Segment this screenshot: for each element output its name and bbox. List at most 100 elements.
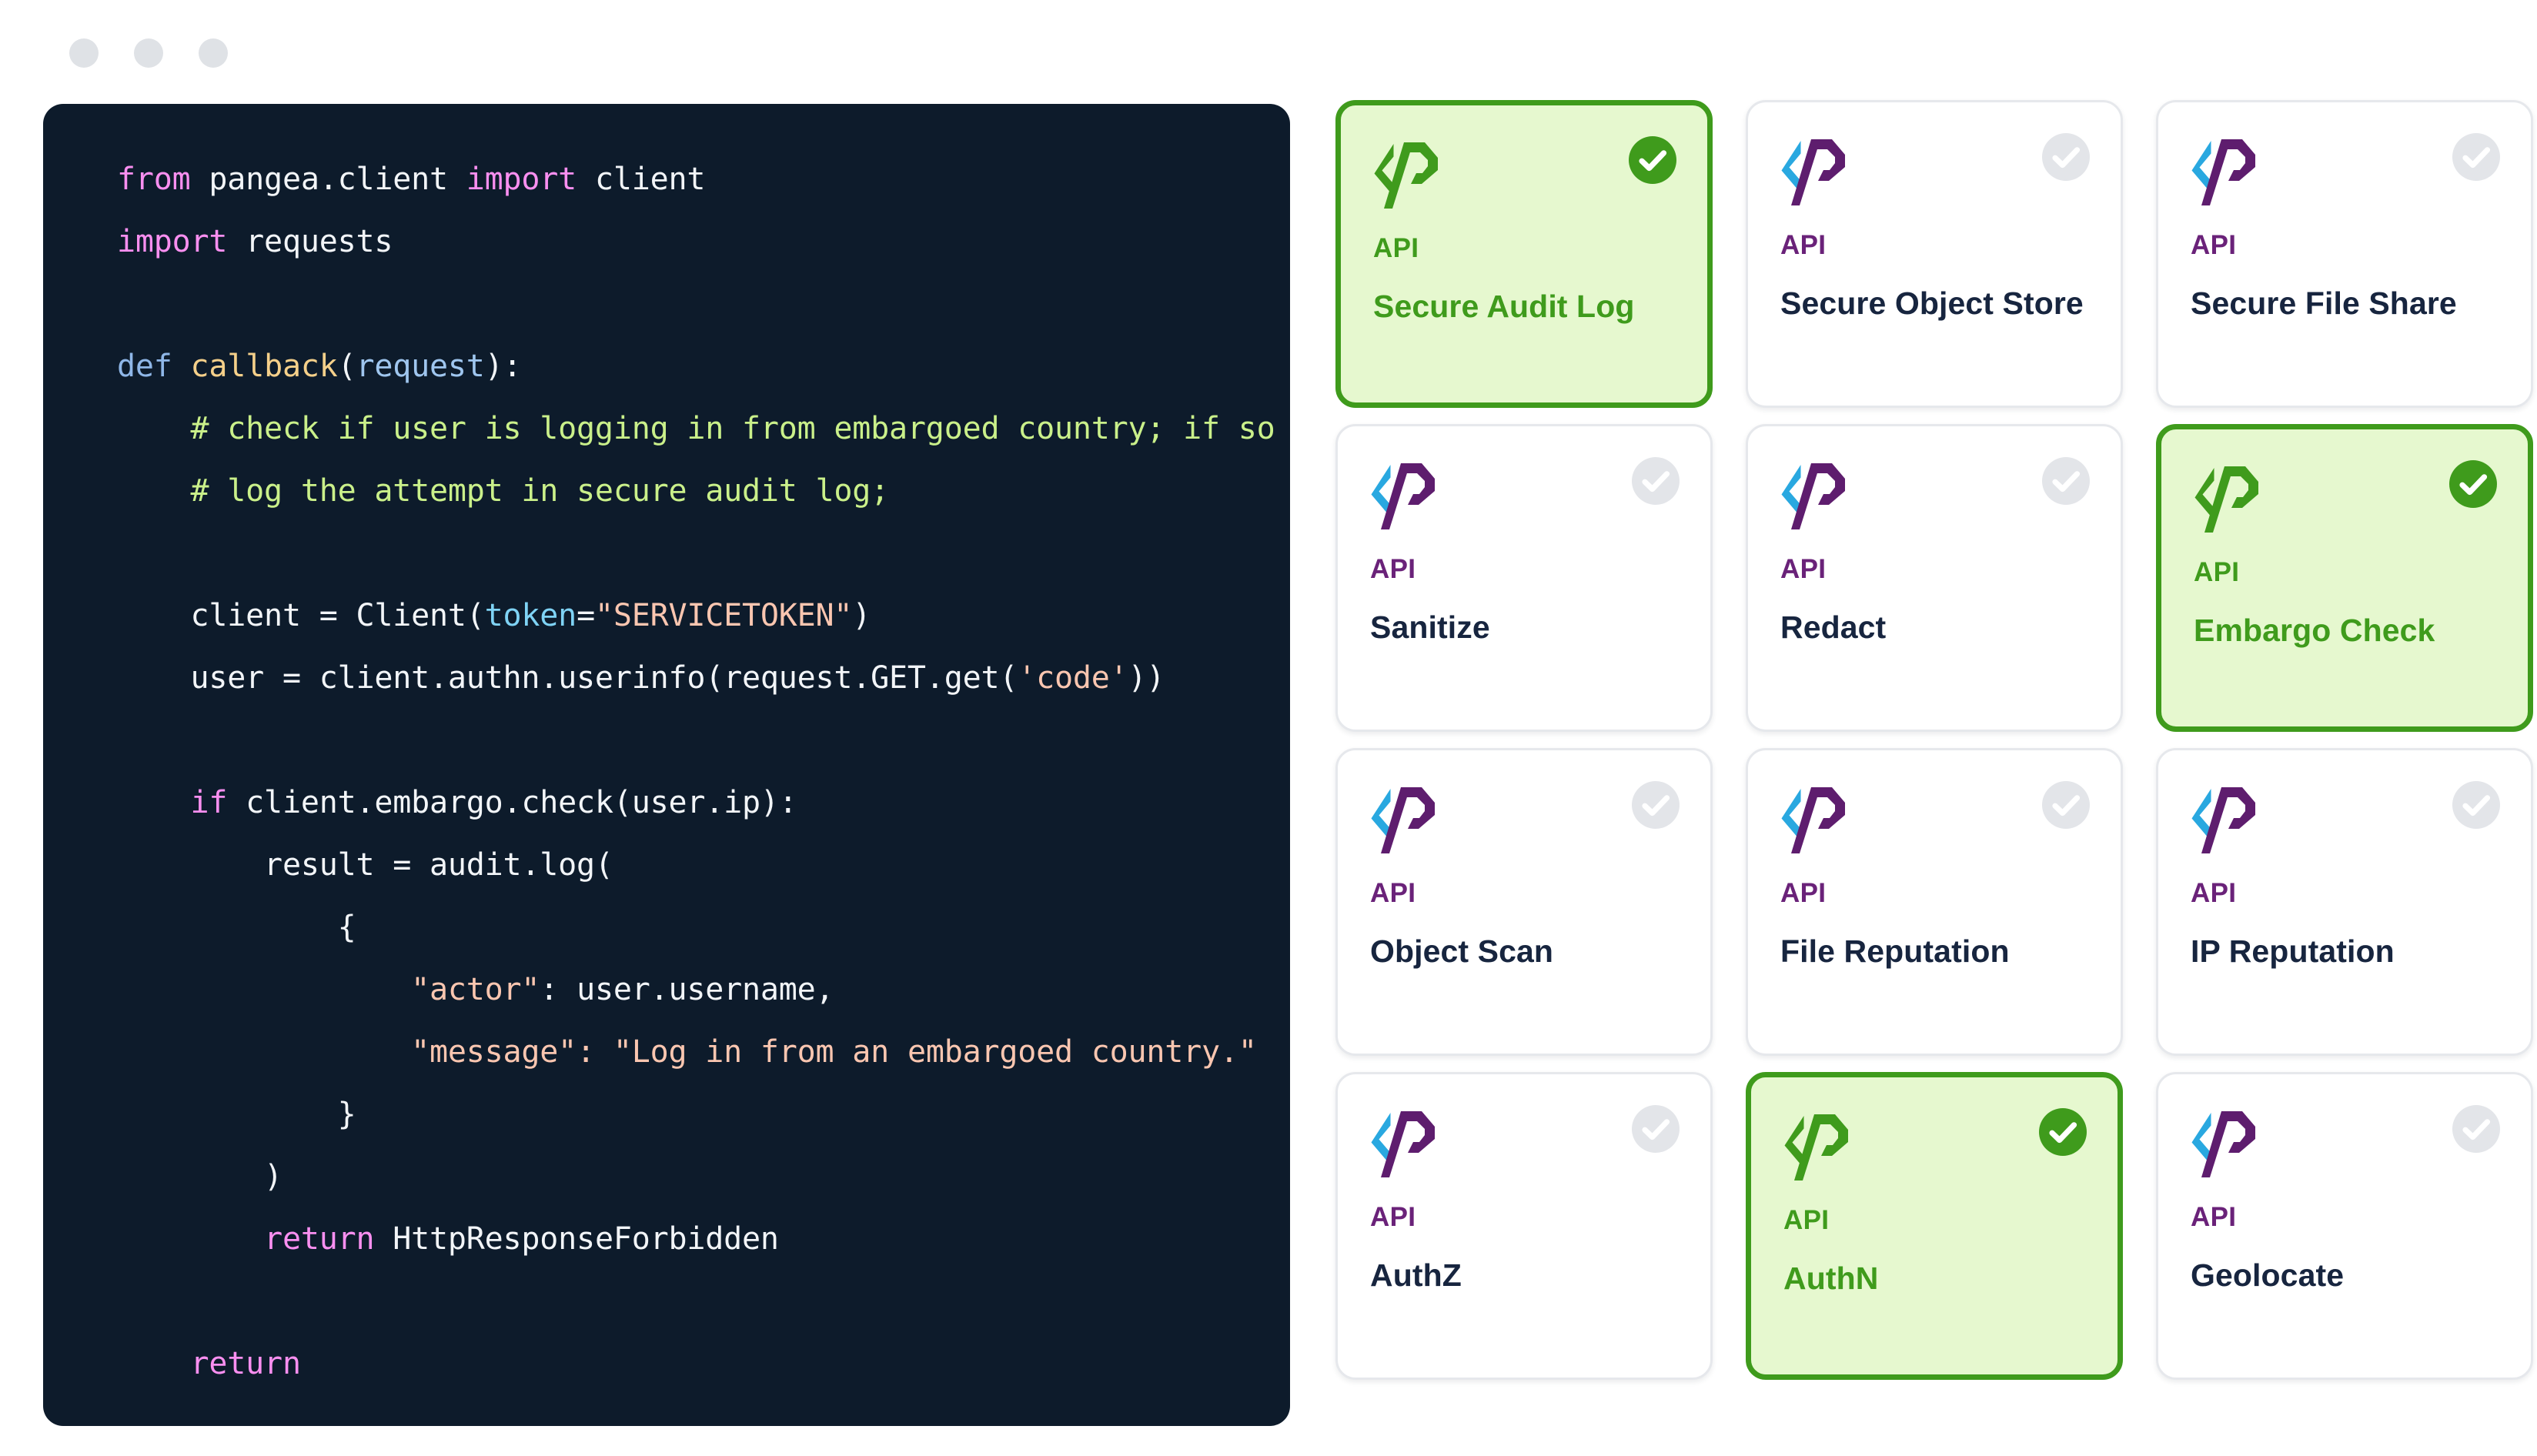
code-token: user = client.authn.userinfo(request.GET…: [117, 660, 1018, 696]
service-card-object-scan[interactable]: API Object Scan: [1335, 748, 1713, 1056]
pangea-code-brackets-icon: [2191, 136, 2500, 207]
code-token: [117, 1346, 191, 1381]
check-circle-muted-icon[interactable]: [2452, 781, 2500, 829]
service-card-title: Secure Audit Log: [1373, 289, 1635, 324]
code-line: user = client.authn.userinfo(request.GET…: [117, 647, 1290, 710]
service-card-ip-reputation[interactable]: API IP Reputation: [2156, 748, 2533, 1056]
pangea-code-brackets-icon: [1780, 460, 2090, 531]
pangea-code-brackets-icon: [1370, 784, 1680, 855]
service-card-kind-label: API: [2191, 1202, 2237, 1232]
check-circle-muted-icon[interactable]: [2452, 1105, 2500, 1153]
service-card-title: Secure Object Store: [1780, 286, 2084, 321]
service-card-kind-label: API: [1370, 878, 1416, 908]
service-card-title: Geolocate: [2191, 1257, 2345, 1293]
code-token: def: [117, 349, 172, 384]
code-token: return: [190, 1346, 301, 1381]
code-token: (: [337, 349, 356, 384]
code-token: {: [117, 910, 356, 945]
service-card-title: Object Scan: [1370, 933, 1554, 969]
service-card-kind-label: API: [1370, 1202, 1416, 1232]
service-card-kind-label: API: [2191, 230, 2237, 260]
service-card-title: IP Reputation: [2191, 933, 2395, 969]
pangea-code-brackets-icon: [1780, 784, 2090, 855]
service-card-kind-label: API: [1780, 878, 1827, 908]
code-token: pangea.client: [190, 162, 466, 197]
check-circle-filled-icon[interactable]: [2449, 460, 2497, 508]
service-card-title: File Reputation: [1780, 933, 2010, 969]
check-circle-filled-icon[interactable]: [2039, 1108, 2087, 1156]
code-line: ): [117, 1146, 1290, 1208]
service-card-file-reputation[interactable]: API File Reputation: [1746, 748, 2123, 1056]
service-card-kind-label: API: [2194, 557, 2240, 587]
code-line: [117, 710, 1290, 772]
check-circle-muted-icon[interactable]: [1632, 781, 1680, 829]
service-card-title: Secure File Share: [2191, 286, 2457, 321]
code-token: [117, 972, 411, 1007]
check-circle-muted-icon[interactable]: [2042, 781, 2090, 829]
code-token: [117, 1034, 411, 1070]
code-line: }: [117, 1084, 1290, 1146]
code-token: import: [466, 162, 577, 197]
code-line: def callback(request):: [117, 336, 1290, 398]
code-line: {: [117, 897, 1290, 959]
code-token: token: [484, 598, 577, 633]
service-card-secure-file-share[interactable]: API Secure File Share: [2156, 100, 2533, 408]
code-line: return: [117, 1333, 1290, 1395]
service-card-geolocate[interactable]: API Geolocate: [2156, 1072, 2533, 1380]
code-token: client: [577, 162, 706, 197]
service-card-title: Embargo Check: [2194, 613, 2435, 648]
service-card-title: Sanitize: [1370, 609, 1490, 645]
window-dot-maximize-icon[interactable]: [199, 38, 228, 68]
pangea-code-brackets-icon: [1370, 1108, 1680, 1179]
pangea-code-brackets-icon: [2191, 784, 2500, 855]
code-token: "message": "Log in from an embargoed cou…: [411, 1034, 1257, 1070]
code-token: # check if user is logging in from embar…: [117, 411, 1275, 446]
code-token: if: [190, 785, 228, 820]
code-token: ): [117, 1159, 282, 1194]
pangea-code-brackets-icon: [1370, 460, 1680, 531]
code-token: request: [356, 349, 485, 384]
window-dot-close-icon[interactable]: [69, 38, 99, 68]
code-line: [117, 1271, 1290, 1333]
check-circle-muted-icon[interactable]: [1632, 457, 1680, 505]
code-token: : user.username,: [540, 972, 834, 1007]
check-circle-muted-icon[interactable]: [2042, 133, 2090, 181]
code-line: # check if user is logging in from embar…: [117, 398, 1290, 460]
code-token: "SERVICETOKEN": [594, 598, 853, 633]
code-line: client = Client(token="SERVICETOKEN"): [117, 585, 1290, 647]
code-token: }: [117, 1097, 356, 1132]
code-token: client = Client(: [117, 598, 485, 633]
service-card-title: Redact: [1780, 609, 1887, 645]
code-token: "actor": [411, 972, 540, 1007]
code-token: ): [852, 598, 871, 633]
pangea-code-brackets-icon: [1780, 136, 2090, 207]
window-dot-minimize-icon[interactable]: [134, 38, 163, 68]
code-line: [117, 523, 1290, 585]
check-circle-muted-icon[interactable]: [1632, 1105, 1680, 1153]
code-token: 'code': [1018, 660, 1128, 696]
code-line: from pangea.client import client: [117, 149, 1290, 211]
code-line: # log the attempt in secure audit log;: [117, 460, 1290, 523]
code-token: [117, 785, 191, 820]
code-line: [117, 273, 1290, 336]
code-line: import requests: [117, 211, 1290, 273]
code-token: )): [1128, 660, 1165, 696]
check-circle-muted-icon[interactable]: [2042, 457, 2090, 505]
service-card-embargo-check[interactable]: API Embargo Check: [2156, 424, 2533, 732]
pangea-code-brackets-icon: [2191, 1108, 2500, 1179]
check-circle-muted-icon[interactable]: [2452, 133, 2500, 181]
check-circle-filled-icon[interactable]: [1629, 136, 1676, 184]
code-token: callback: [190, 349, 338, 384]
code-token: client.embargo.check(user.ip):: [227, 785, 797, 820]
service-card-kind-label: API: [2191, 878, 2237, 908]
code-line: result = audit.log(: [117, 834, 1290, 897]
